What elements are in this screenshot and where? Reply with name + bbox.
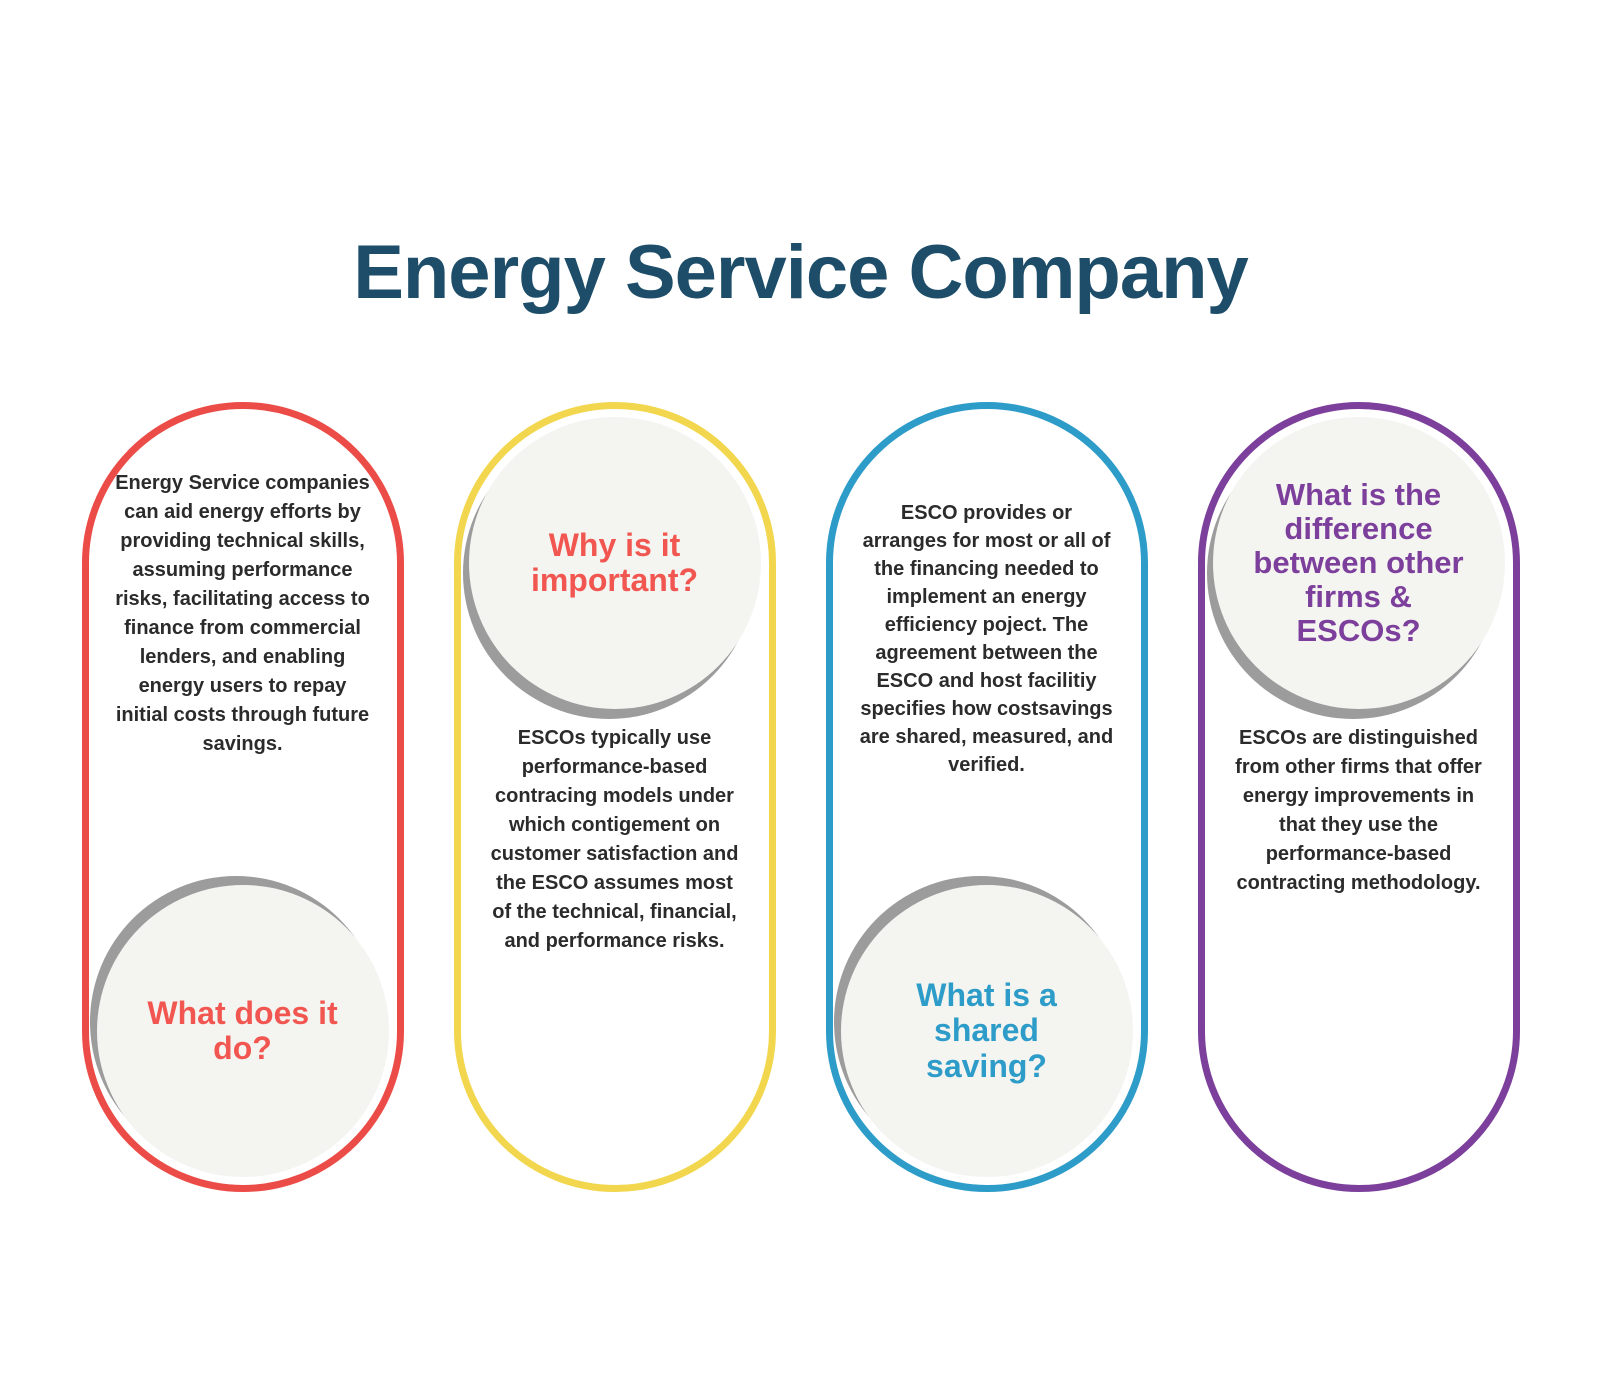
card-body-text: Energy Service companies can aid energy … [115,472,370,755]
card-what-is-a-shared-saving: ESCO provides or arranges for most or al… [825,402,1148,1192]
card-body-text: ESCOs are distinguished from other firms… [1235,727,1482,894]
heading-circle: Why is it important? [462,417,761,719]
card-body-text: ESCOs typically use performance-based co… [490,727,739,952]
card-heading: What does it do? [147,994,338,1066]
card-heading: What is a shared saving? [916,977,1057,1084]
circle: What is a shared saving? [840,885,1133,1177]
card-why-is-it-important: Why is it important? ESCOs typically use… [453,402,776,1192]
circle: What does it do? [96,885,389,1177]
page-title: Energy Service Company [353,229,1249,315]
card-heading: What is the difference between other fir… [1253,476,1464,649]
circle: Why is it important? [468,417,761,709]
cards-row: Energy Service companies can aid energy … [0,402,1601,1192]
card-what-does-it-do: Energy Service companies can aid energy … [81,402,404,1192]
heading-circle: What is the difference between other fir… [1206,417,1505,719]
heading-circle: What does it do? [89,876,389,1177]
circle: What is the difference between other fir… [1212,417,1505,709]
card-body-text: ESCO provides or arranges for most or al… [859,502,1114,776]
card-difference-other-firms-escos: What is the difference between other fir… [1197,402,1520,1192]
card-heading: Why is it important? [530,526,699,598]
heading-circle: What is a shared saving? [833,876,1133,1177]
